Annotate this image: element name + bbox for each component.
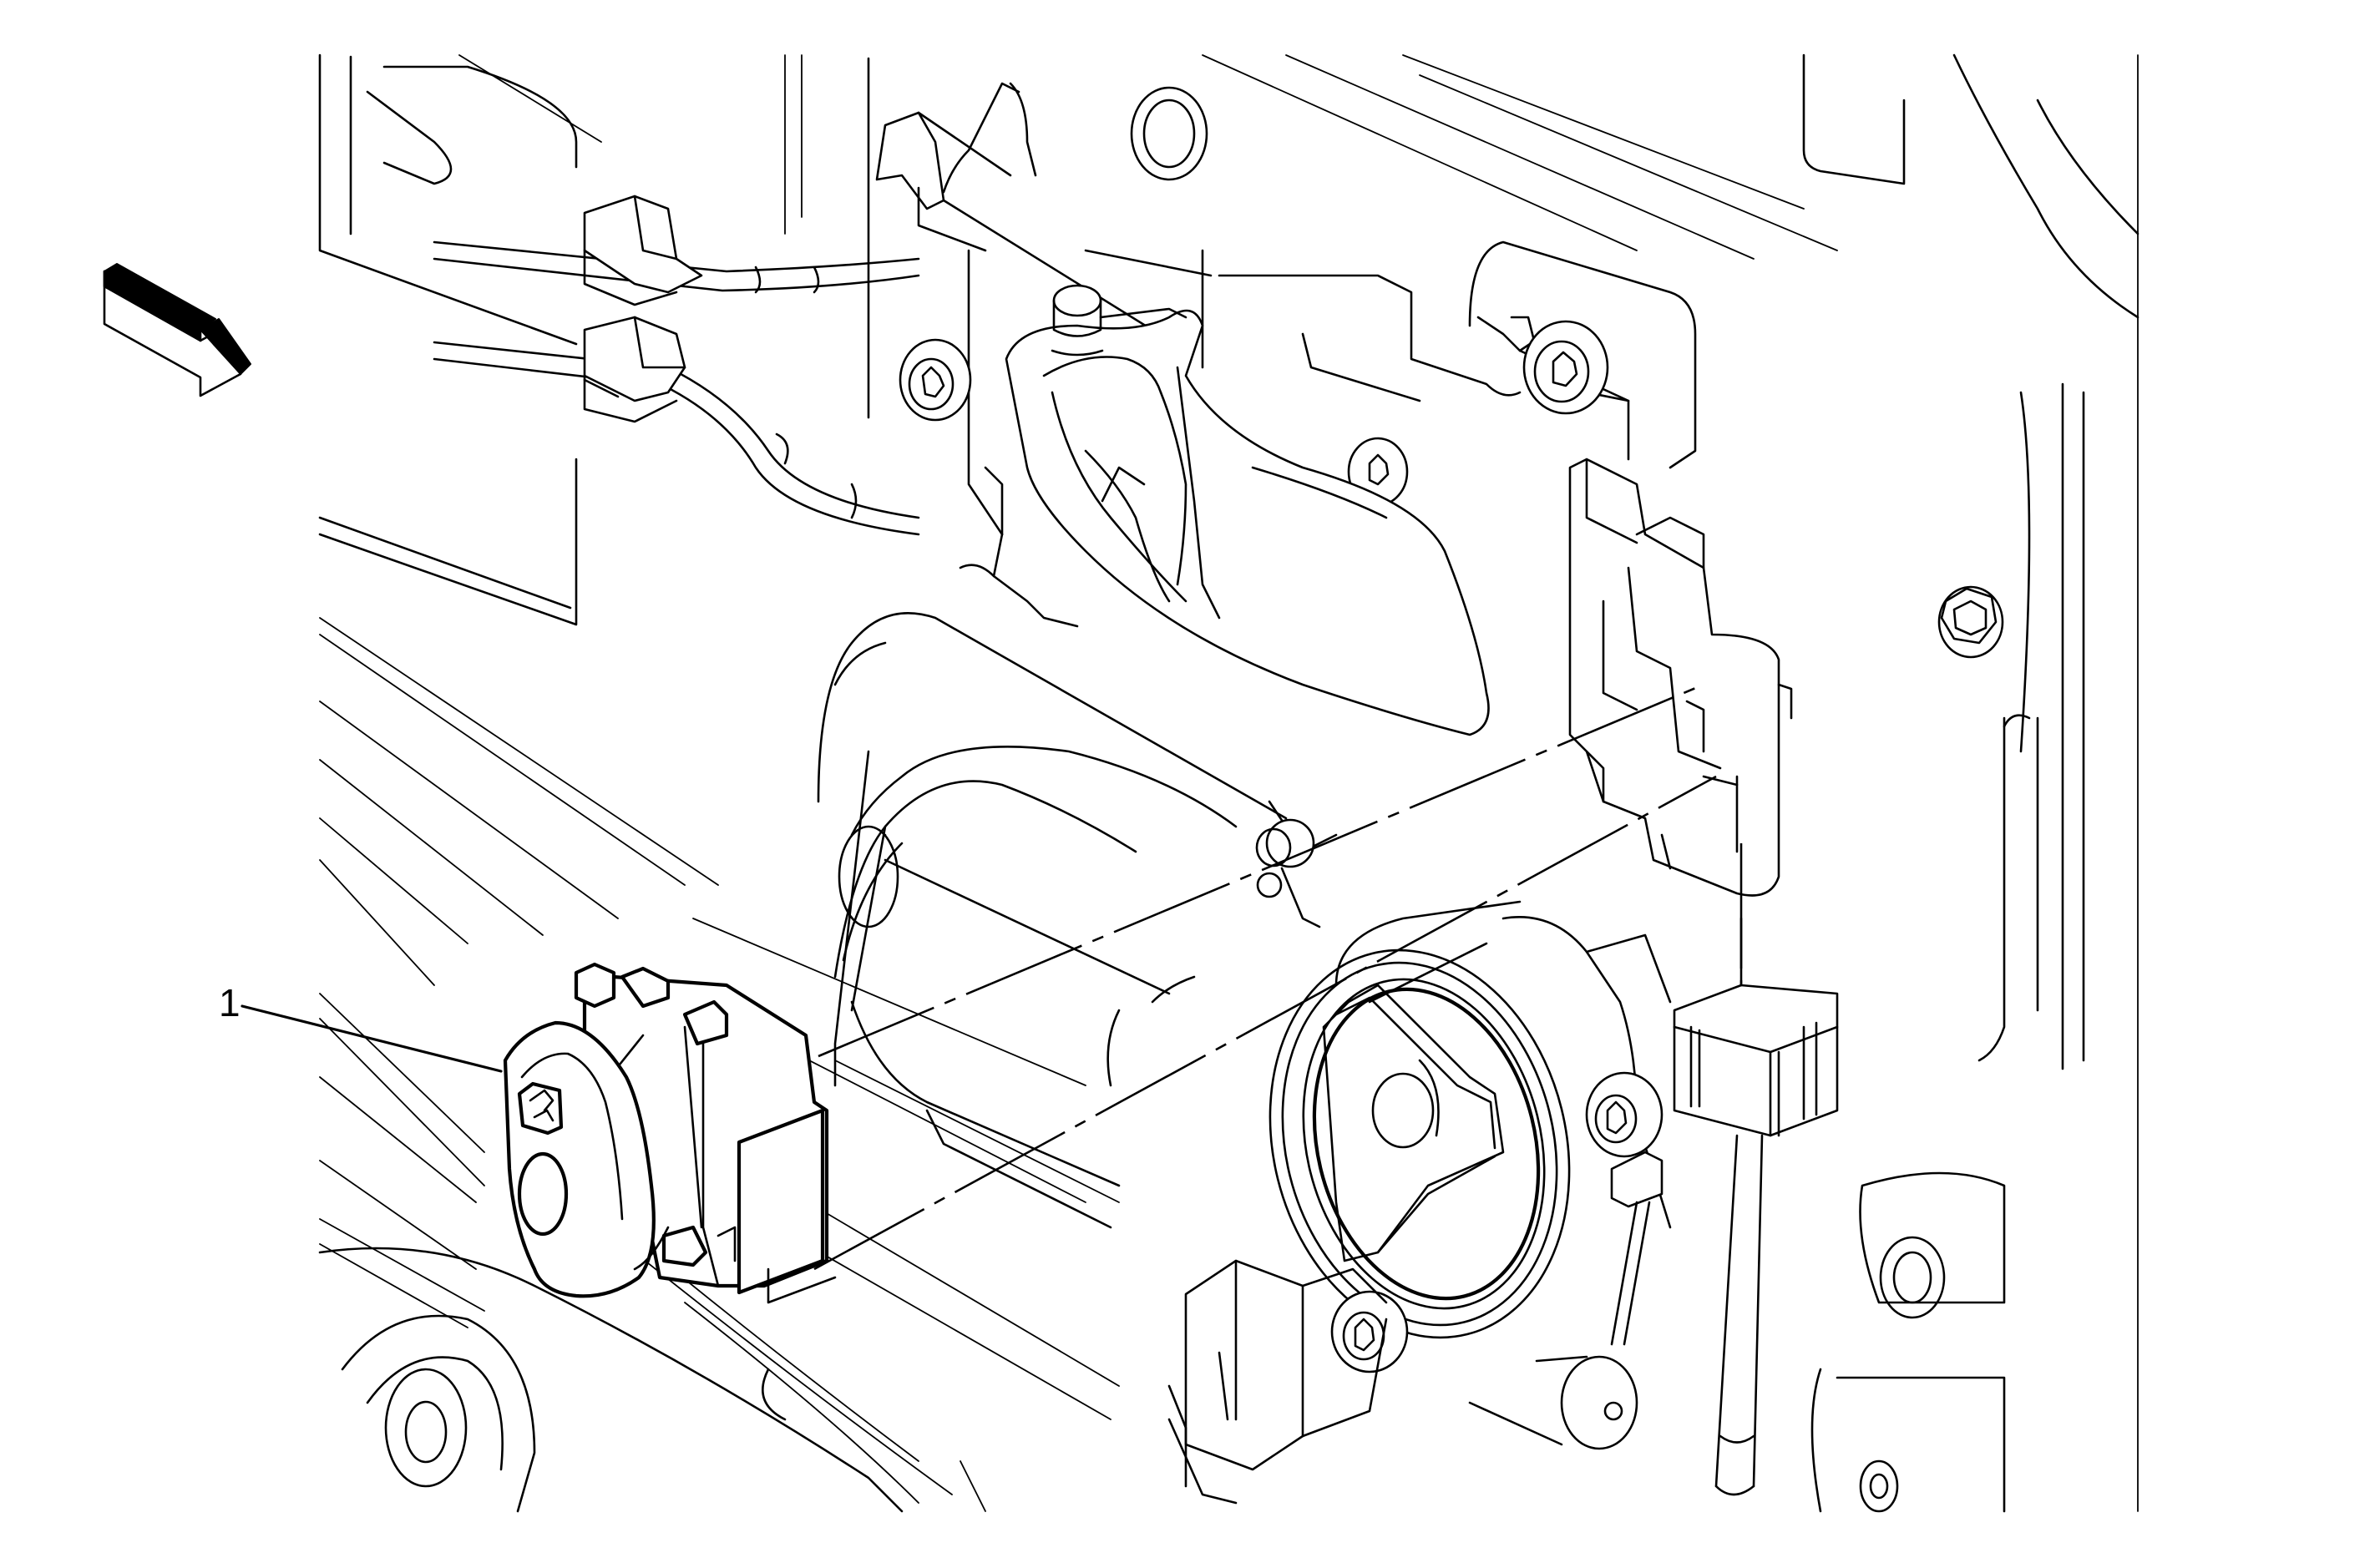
window-switch	[503, 962, 837, 1304]
hex-flange-nut	[1937, 585, 2004, 659]
switch-receiver-bracket	[1568, 458, 1793, 897]
installation-alignment-lines	[813, 683, 1743, 1271]
callout-1-leader	[241, 1004, 503, 1073]
speaker-connector	[1167, 1259, 1388, 1505]
window-regulator-motor	[817, 611, 1338, 1229]
speaker-cable-clip	[1610, 1151, 1663, 1346]
inside-door-handle	[959, 284, 1490, 736]
harness-retainer-clip	[1673, 984, 1839, 1137]
door-speaker	[1268, 900, 1672, 1339]
rod-clip-lower	[583, 316, 686, 423]
door-inner-panel	[318, 53, 2139, 1513]
rod-clip-upper	[583, 195, 703, 306]
door-lock-rods	[433, 195, 920, 536]
callout-1-label: 1	[219, 981, 241, 1024]
speaker-bushing-lower-right	[1468, 1355, 1638, 1450]
panel-grommet-left-lower	[341, 1314, 536, 1513]
torx-screw-upper-left	[899, 338, 972, 422]
door-latch-bracket	[875, 82, 1697, 536]
speaker-screw-right	[1585, 1071, 1663, 1158]
panel-grommet-right-lower	[1810, 1171, 2006, 1513]
vertical-wiring-harness	[1714, 917, 1764, 1496]
torx-screw-upper-right	[1522, 320, 1609, 415]
motor-mount-bushing	[1255, 818, 1321, 928]
view-direction-arrow-icon	[103, 263, 251, 397]
speaker-screw-lower	[1330, 1290, 1409, 1373]
